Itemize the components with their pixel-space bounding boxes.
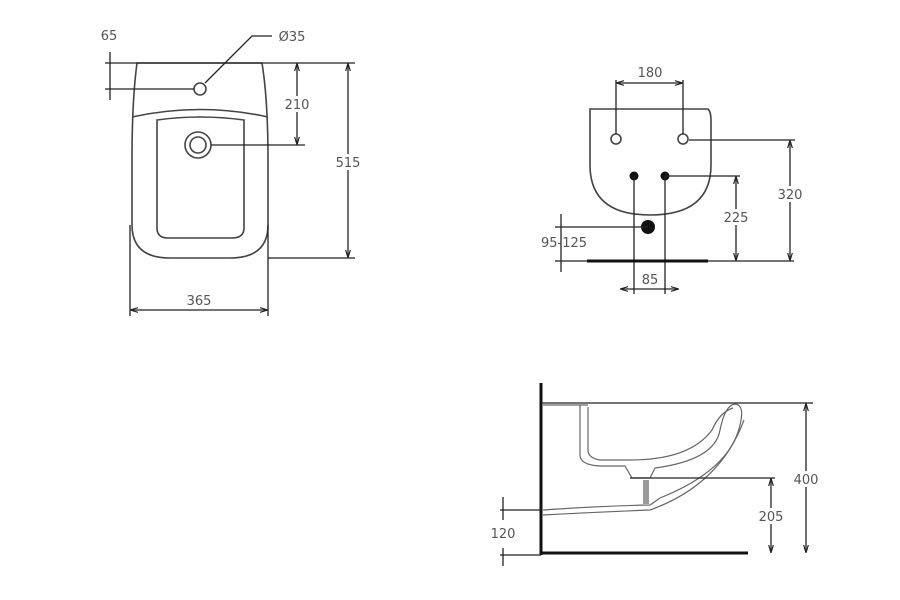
bowl-inner-profile bbox=[587, 407, 734, 461]
fixing-hole-right bbox=[677, 133, 689, 145]
dim-400: 400 bbox=[794, 473, 819, 488]
top-view: 65 Ø35 210 515 365 bbox=[101, 29, 363, 316]
fixing-hole-left bbox=[610, 133, 622, 145]
dim-205: 205 bbox=[759, 510, 784, 525]
side-view: 400 205 120 bbox=[491, 383, 821, 566]
bowl-base-profile bbox=[542, 419, 745, 516]
dim-65: 65 bbox=[101, 29, 118, 44]
bowl-profile bbox=[542, 403, 743, 511]
dim-365: 365 bbox=[187, 294, 212, 309]
dim-35-leader bbox=[204, 35, 272, 84]
dim-180: 180 bbox=[638, 66, 663, 81]
dim-85: 85 bbox=[642, 273, 659, 288]
bidet-outline-front bbox=[589, 108, 712, 216]
dim-35: Ø35 bbox=[279, 30, 306, 45]
dim-320: 320 bbox=[778, 188, 803, 203]
dim-225: 225 bbox=[724, 211, 749, 226]
drain-inner bbox=[189, 136, 207, 154]
dim-120: 120 bbox=[491, 527, 516, 542]
bowl-rim bbox=[131, 108, 269, 118]
front-view: 180 95-125 225 320 85 bbox=[541, 66, 805, 294]
tap-hole bbox=[193, 82, 207, 96]
dim-515: 515 bbox=[336, 156, 361, 171]
dim-95-125: 95-125 bbox=[541, 236, 587, 251]
outlet-pipe bbox=[643, 480, 649, 504]
dim-210: 210 bbox=[285, 98, 310, 113]
bowl-inner bbox=[156, 116, 245, 239]
